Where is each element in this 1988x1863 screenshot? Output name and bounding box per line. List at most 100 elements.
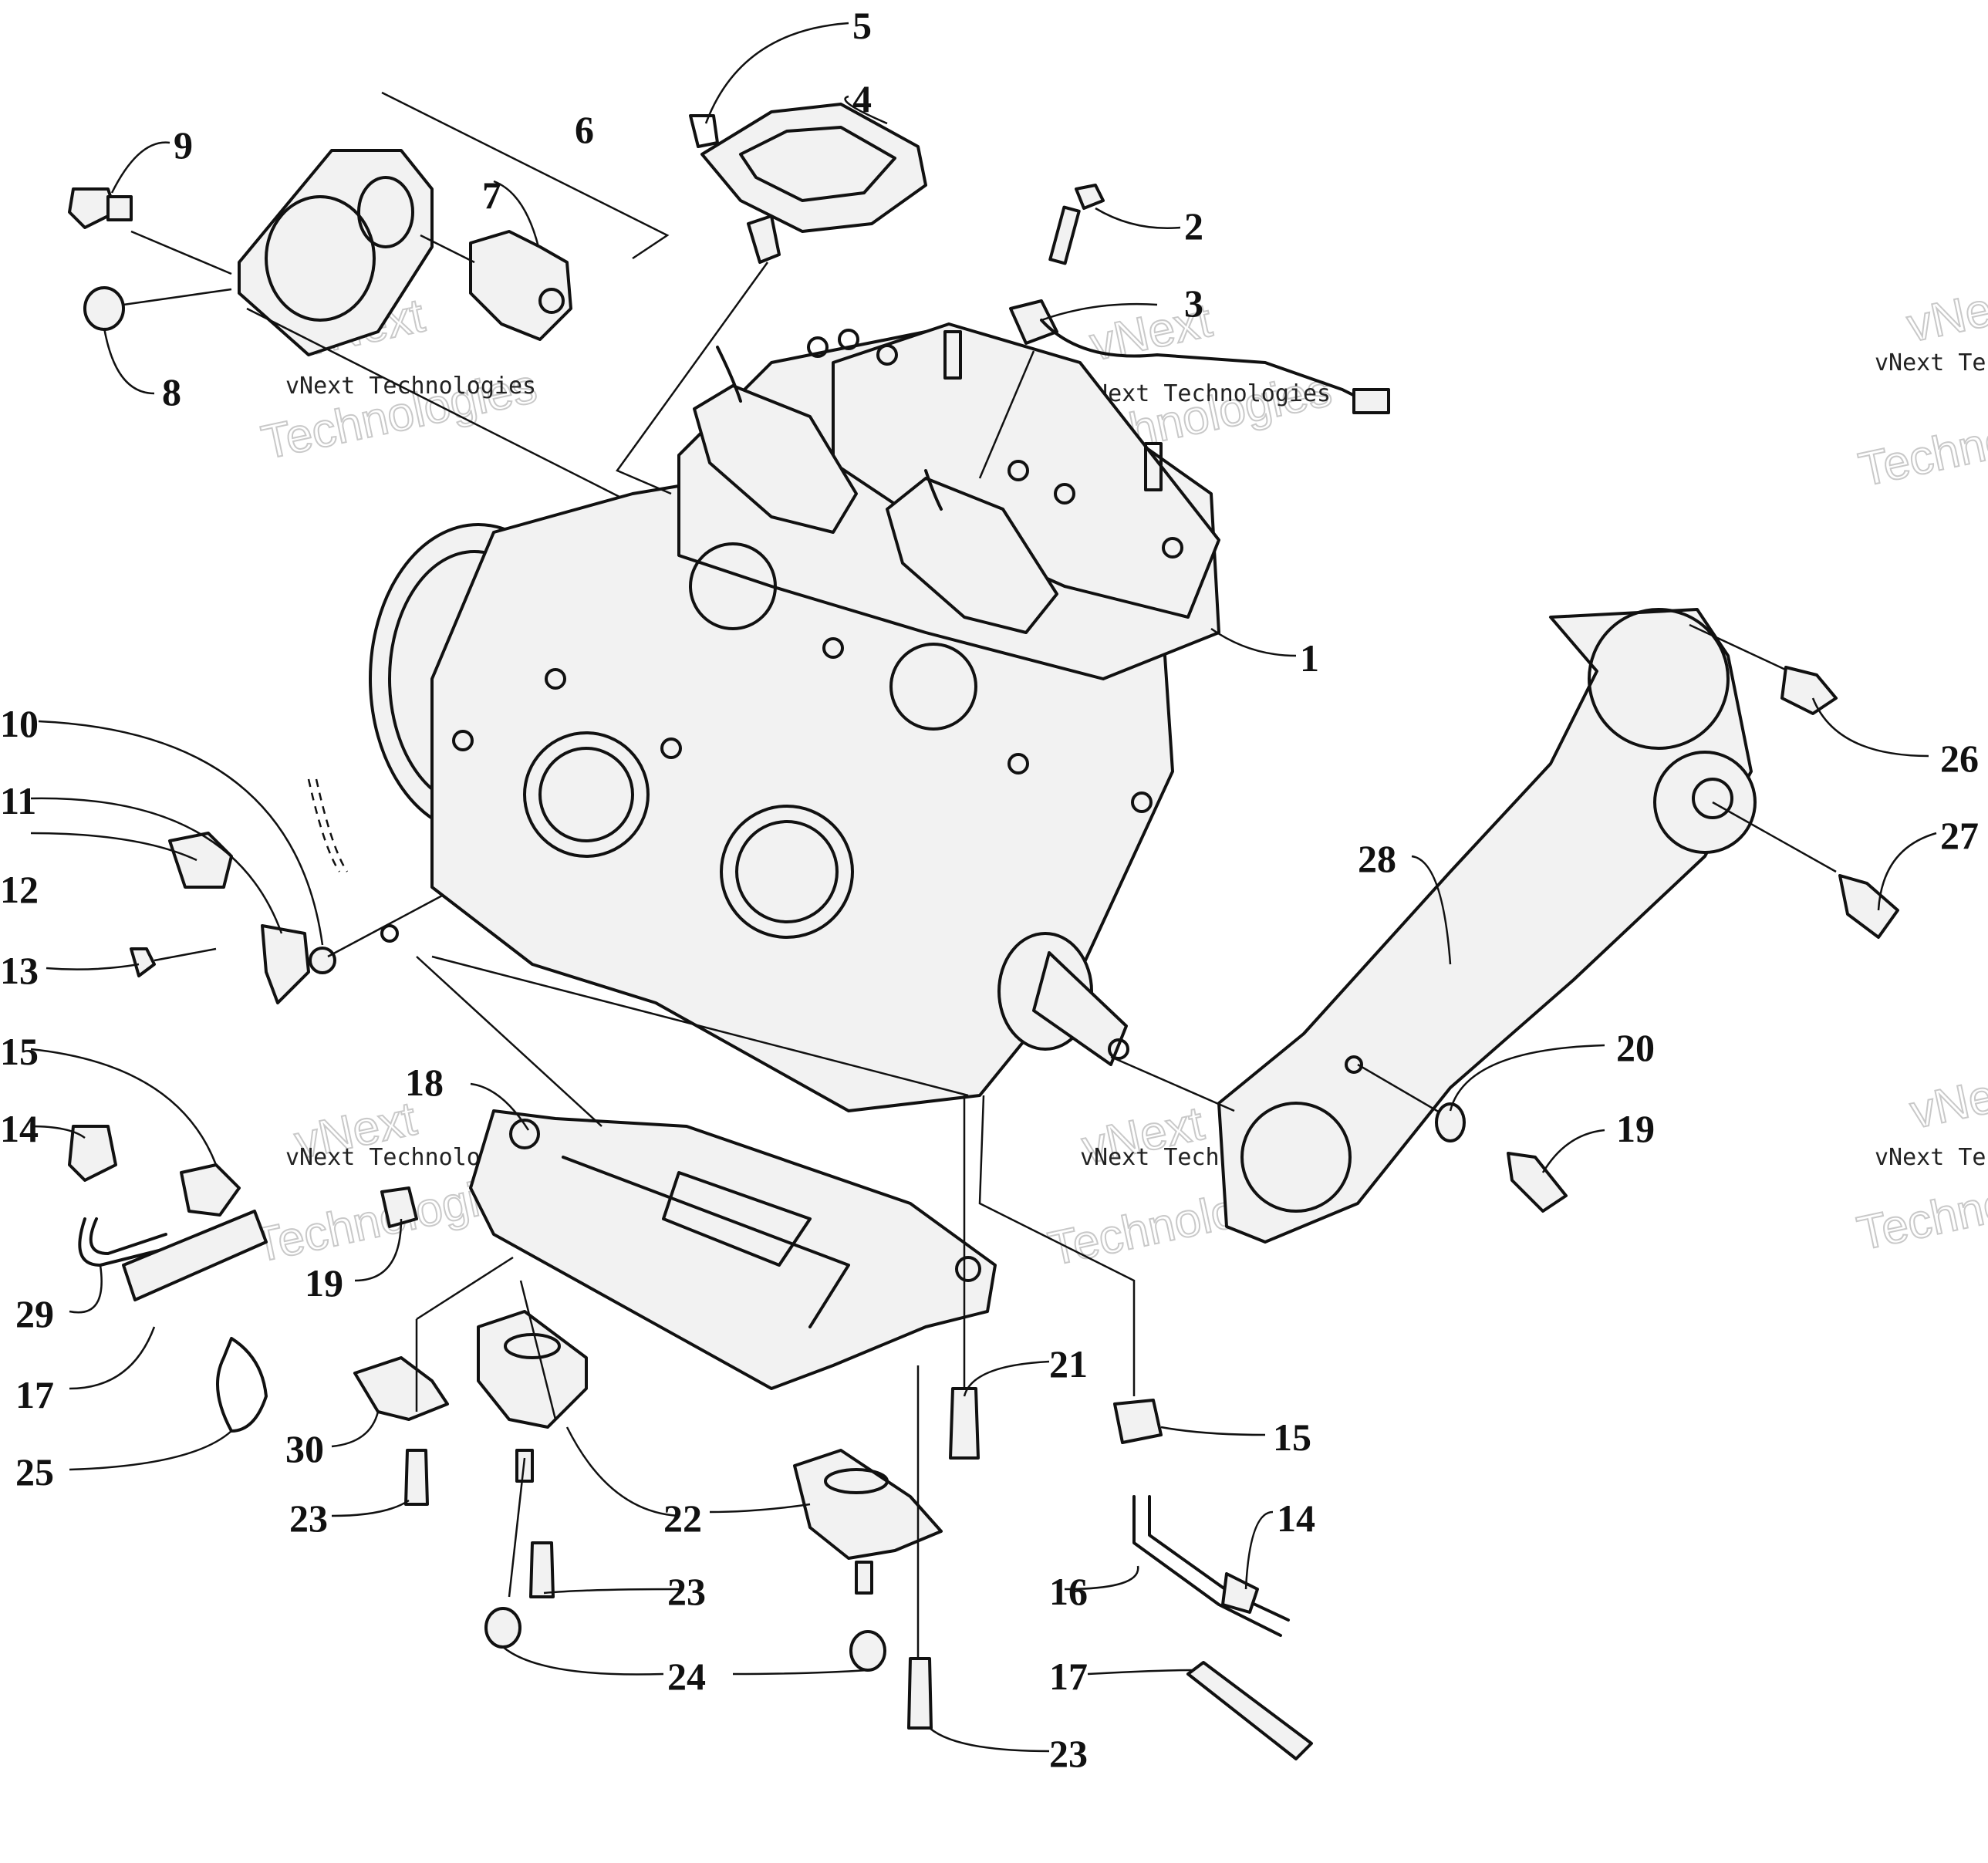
ring — [380, 924, 399, 943]
hose-fitting-15 — [180, 1163, 241, 1217]
block-bolts — [452, 329, 1183, 813]
spark-plug — [1144, 442, 1163, 491]
starter-pulley — [469, 230, 572, 341]
bolt-26 — [1780, 666, 1838, 715]
callout-label: 22 — [663, 1497, 702, 1540]
callout-label: 13 — [0, 949, 39, 992]
nut-24-right — [849, 1630, 886, 1672]
callout-label: 19 — [305, 1261, 343, 1304]
callout-label: 12 — [0, 868, 39, 911]
callout-label: 17 — [1049, 1655, 1088, 1698]
motor-mount-left — [477, 1280, 588, 1598]
handle-clip — [689, 114, 719, 148]
callout-label: 18 — [405, 1061, 444, 1104]
exhaust-port — [889, 643, 977, 731]
motor-mount-22-right — [793, 1449, 943, 1560]
spring-17-right — [1186, 1661, 1313, 1760]
callout-label: 10 — [0, 702, 39, 745]
callout-labels: 1 2 3 4 5 6 7 8 9 10 11 12 13 15 14 29 1… — [0, 4, 1979, 1775]
callout-label: 17 — [15, 1373, 54, 1416]
mount-clamp-30 — [353, 1256, 514, 1506]
skid-plate — [416, 955, 997, 1390]
watermark-company-clipped: vNext Tec — [1875, 349, 1988, 376]
bolt-19-right — [1507, 1152, 1568, 1213]
sensor-3 — [1009, 299, 1058, 345]
callout-leaders — [30, 22, 1937, 1753]
watermark-company: vNext Technologies — [1080, 380, 1331, 407]
callout-label: 30 — [285, 1427, 324, 1470]
bolt-23-left — [404, 1449, 429, 1506]
callout-label: 25 — [15, 1450, 54, 1493]
bolt-19-left — [380, 1186, 418, 1228]
pto-shaft — [1032, 951, 1128, 1066]
hose-fitting-15-right — [1113, 1399, 1163, 1444]
clamp-30 — [353, 1356, 449, 1421]
intake-boot-right — [720, 805, 854, 939]
left-hose-parts — [68, 1125, 268, 1433]
starter-handle-group — [616, 103, 927, 495]
callout-label: 5 — [852, 4, 872, 47]
spring-17-left — [122, 1210, 268, 1301]
callout-label: 16 — [1049, 1570, 1088, 1613]
watermark-top-clipped: vNext — [1902, 275, 1988, 353]
callout-label: 29 — [15, 1292, 54, 1335]
callout-label: 19 — [1616, 1107, 1655, 1150]
callout-label: 3 — [1184, 282, 1203, 325]
callout-label: 7 — [482, 174, 501, 217]
callout-label: 4 — [852, 77, 872, 120]
valve-cover-right — [886, 477, 1058, 634]
watermark-top-clipped: vNext — [1905, 1061, 1988, 1139]
callout-label: 24 — [667, 1655, 706, 1698]
bolt-2-head — [1075, 184, 1105, 210]
nut-13 — [130, 947, 156, 977]
mount-plate-28 — [1217, 608, 1753, 1244]
bottom-fasteners — [484, 1095, 980, 1730]
bolt-sensor-group — [978, 184, 1390, 479]
starter-handle — [700, 103, 927, 233]
callout-label: 23 — [667, 1570, 706, 1613]
starter-housing-group — [68, 91, 670, 499]
starter-housing — [238, 149, 434, 356]
bolt-23-right — [907, 1657, 933, 1730]
bolt-23-center — [529, 1541, 555, 1598]
callout-label: 6 — [575, 108, 594, 151]
washer-20 — [1435, 1102, 1466, 1142]
callout-label: 15 — [1273, 1416, 1311, 1459]
nut-8 — [83, 286, 125, 331]
nut-24-left — [484, 1607, 521, 1649]
hose-clamp-14-right — [1221, 1572, 1259, 1614]
handle-grip-insert — [747, 214, 781, 264]
engine-mount-plate — [1110, 608, 1899, 1244]
clamp-12 — [168, 832, 233, 889]
watermark-company-clipped: vNext Tec — [1875, 1144, 1988, 1171]
callout-label: 14 — [1277, 1497, 1315, 1540]
skid-plate-body — [469, 1109, 997, 1390]
motor-mount-right — [793, 1365, 943, 1713]
callout-label: 11 — [0, 779, 36, 822]
callout-label: 15 — [0, 1030, 39, 1073]
clamp-11 — [261, 924, 310, 1004]
bolt-2 — [1048, 205, 1081, 265]
right-hose-parts — [978, 1095, 1313, 1760]
callout-label: 9 — [174, 123, 193, 167]
callout-label: 1 — [1300, 636, 1319, 680]
washer-10 — [309, 947, 336, 974]
hose-clamp-14 — [68, 1125, 117, 1182]
callout-label: 26 — [1940, 737, 1979, 780]
callout-label: 2 — [1184, 204, 1203, 248]
exhaust-port — [689, 542, 777, 630]
callout-label: 28 — [1358, 837, 1396, 880]
watermark-bottom-clipped: Techno — [1853, 1176, 1988, 1261]
mount-plate-hub — [1653, 751, 1757, 854]
spark-plug — [943, 330, 962, 380]
engine-block — [369, 322, 1220, 1112]
callout-label: 20 — [1616, 1026, 1655, 1069]
intake-boot-left — [523, 731, 650, 858]
callout-label: 27 — [1940, 814, 1979, 857]
callout-label: 23 — [1049, 1732, 1088, 1775]
bolt-9 — [68, 187, 117, 229]
ring-25 — [216, 1337, 268, 1433]
sensor-connector — [1352, 388, 1390, 414]
watermark-bottom-clipped: Techno — [1855, 413, 1988, 497]
